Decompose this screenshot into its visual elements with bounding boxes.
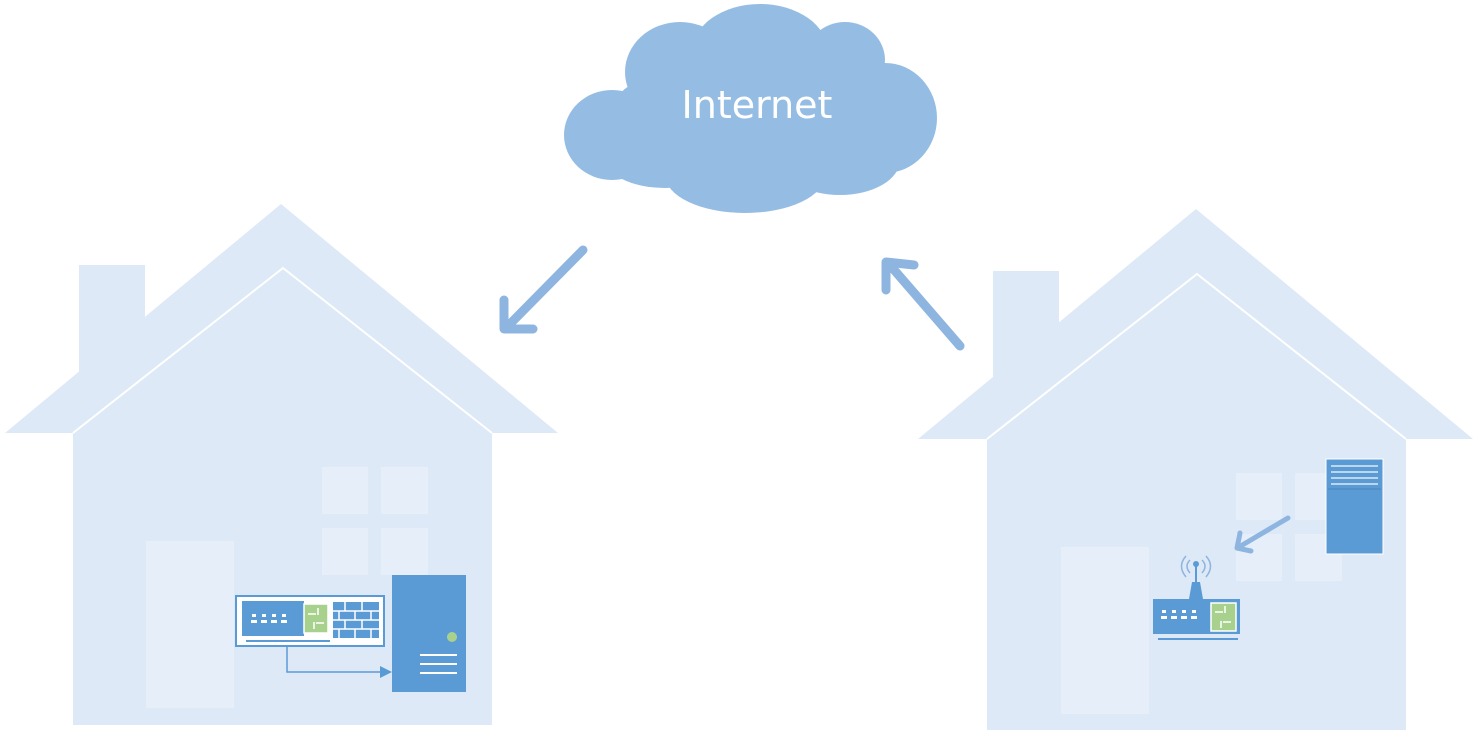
house-chimney: [79, 265, 145, 395]
internet-cloud-icon: Internet: [564, 4, 937, 213]
house-chimney: [993, 271, 1059, 401]
house-door: [1061, 547, 1149, 714]
wireless-router-icon: [1153, 555, 1240, 640]
left-house: [5, 204, 558, 725]
house-door: [146, 541, 234, 708]
wall-panel-icon: [1325, 458, 1384, 555]
cloud-label: Internet: [682, 83, 833, 127]
connector-arrow: [286, 646, 392, 678]
right-house: [918, 209, 1473, 730]
arrow-right-house-to-cloud: [881, 257, 965, 351]
arrow-panel-to-router: [1234, 515, 1291, 554]
arrow-cloud-to-left-house: [499, 245, 588, 334]
server-tower-icon: [392, 575, 466, 692]
router-firewall-icon: [235, 595, 385, 647]
house-window: [322, 467, 428, 575]
